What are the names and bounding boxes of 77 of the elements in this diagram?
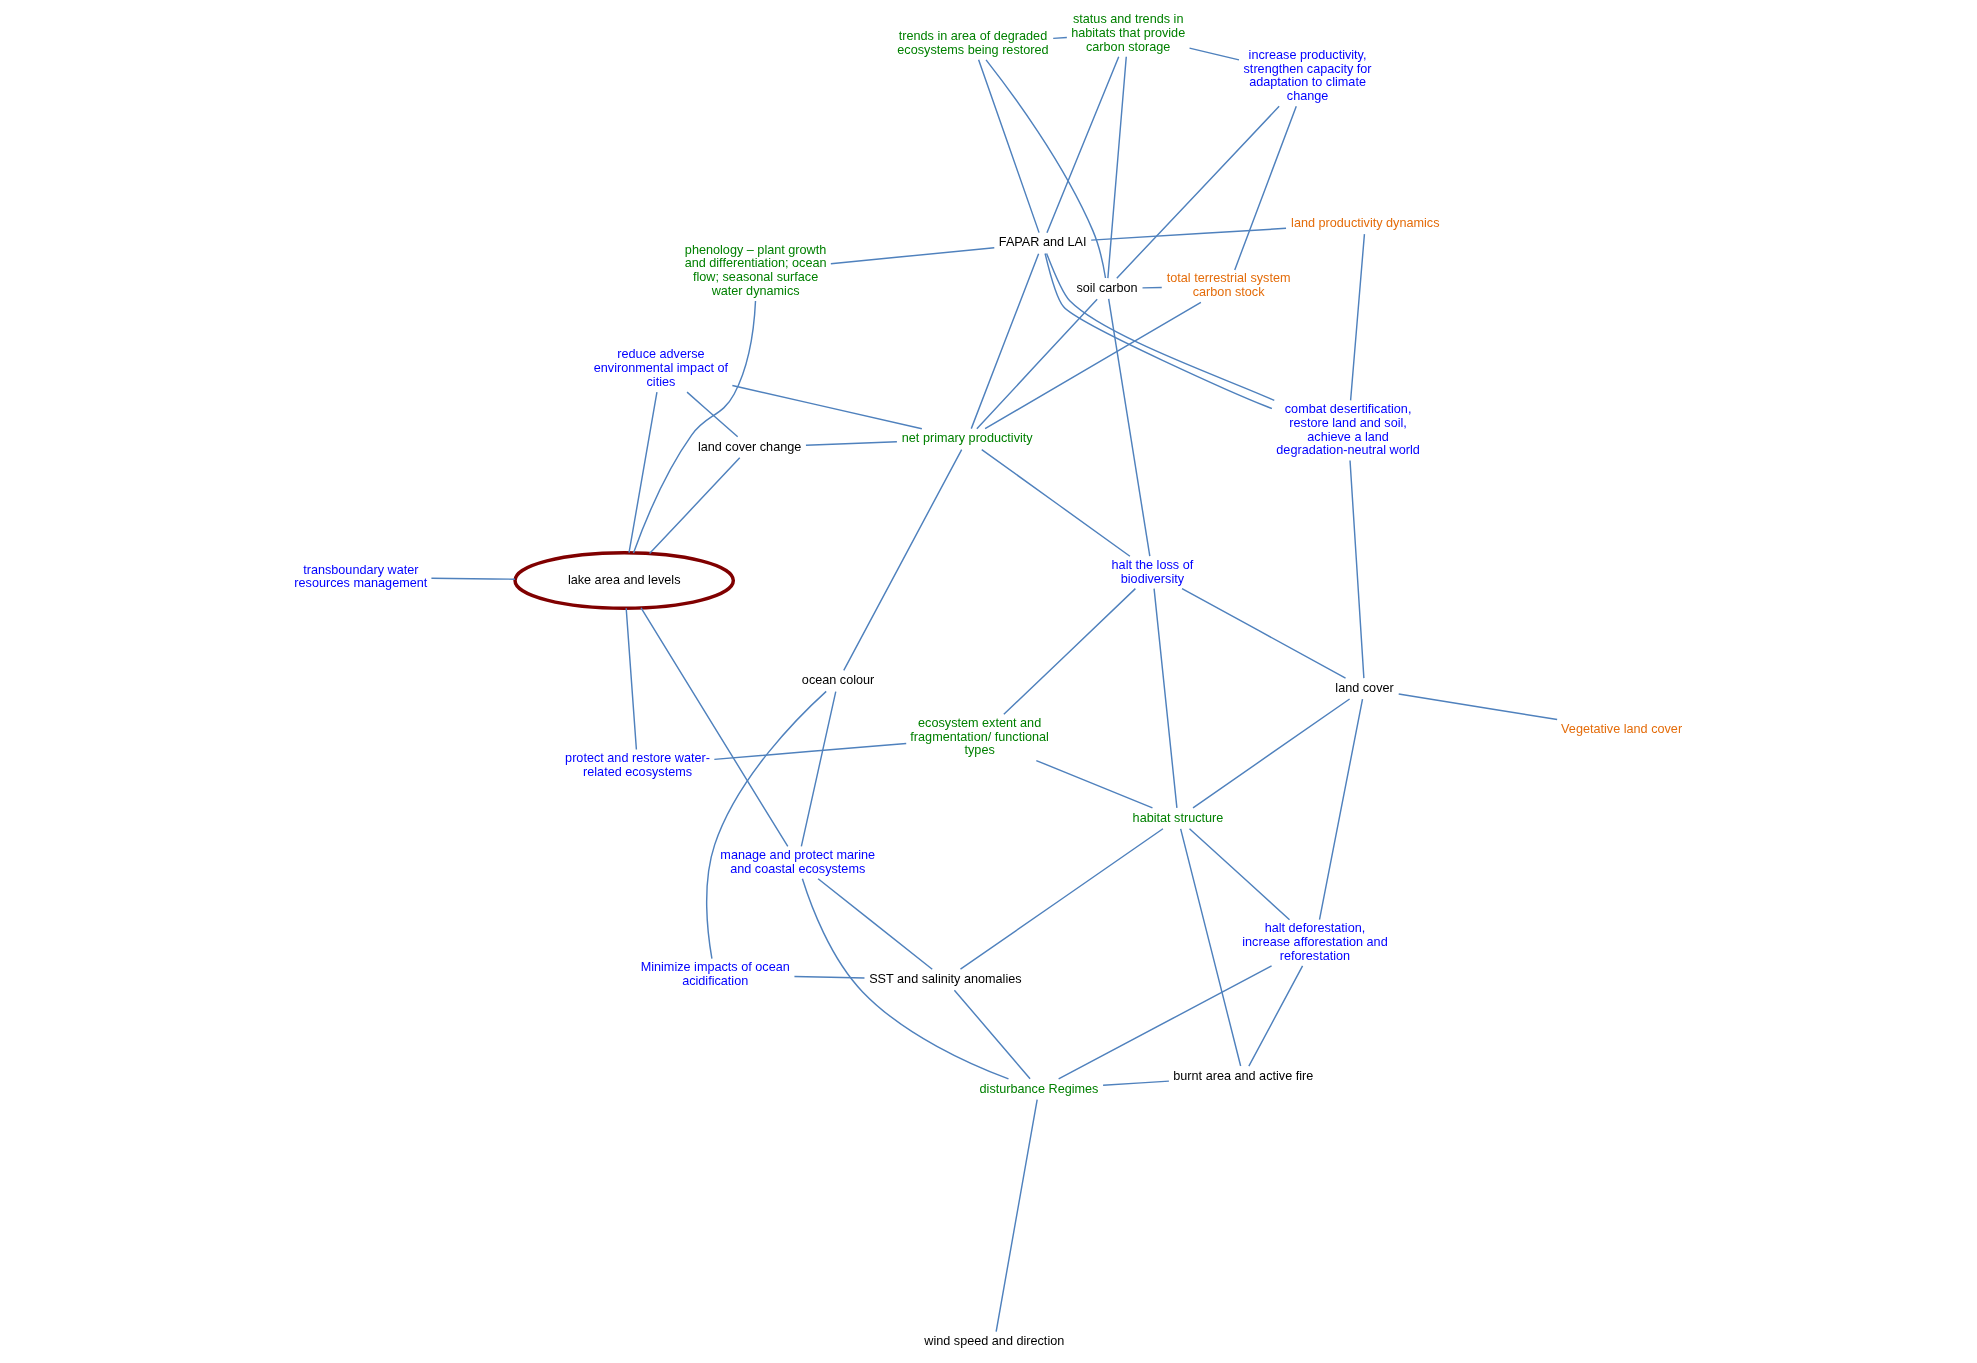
node-text: status and trends in habitats that provide carbon storage [1071, 11, 1186, 54]
connector [1107, 298, 1151, 557]
node-text: total terrestrial system carbon stock [1166, 271, 1291, 300]
node-text: habitat structure [1132, 810, 1224, 825]
node-text: increase productivity, strengthen capacity for adaptation to climate change [1243, 47, 1372, 104]
connector [628, 391, 658, 554]
connector [686, 391, 739, 438]
node-text: trends in area of degraded ecosystems being restored [897, 28, 1049, 57]
connector [632, 300, 757, 554]
node-text: manage and protect marine and coastal ecosystems [720, 847, 876, 876]
node-text: ecosystem extent and fragmentation/ functional types [910, 715, 1049, 758]
connector [995, 1098, 1038, 1333]
connector [1116, 105, 1280, 279]
connector [1153, 587, 1178, 809]
node-text: SST and salinity anomalies [869, 971, 1022, 986]
connector [1192, 698, 1351, 809]
connector [1318, 698, 1364, 921]
node-ellipse: lake area and levels [513, 551, 736, 610]
connector [430, 577, 516, 580]
connector [985, 59, 1107, 279]
node-text: wind speed and direction [924, 1334, 1065, 1349]
connector [625, 607, 638, 751]
node-text: Minimize impacts of ocean acidification [640, 960, 790, 988]
node-text: reduce adverse environmental impact of cities [593, 347, 729, 390]
node-text: land productivity dynamics [1291, 215, 1440, 230]
connector [640, 607, 789, 848]
connector [1057, 965, 1273, 1080]
connector [1090, 227, 1287, 241]
node-text: transboundary water resources management [294, 562, 428, 591]
connector [731, 384, 923, 430]
connector [713, 742, 907, 761]
node-text: land cover [1335, 680, 1394, 695]
connector [1234, 105, 1297, 271]
connector [970, 252, 1040, 430]
connector [648, 457, 741, 555]
node-text: halt deforestation, increase afforestation and reforestation [1242, 921, 1388, 963]
connector [1052, 36, 1068, 40]
node-text: land cover change [697, 439, 802, 454]
node-text: ocean colour [801, 673, 875, 688]
connector [1248, 965, 1304, 1067]
connector [1003, 587, 1137, 716]
connector [706, 690, 827, 960]
connector [1397, 693, 1558, 721]
node-text: burnt area and active fire [1173, 1068, 1314, 1083]
node-text: net primary productivity [901, 431, 1033, 446]
connector [830, 247, 995, 265]
connector [953, 989, 1031, 1080]
node-text: protect and restore water-related ecosystems [565, 751, 711, 779]
connector [984, 301, 1202, 430]
connector [1107, 56, 1127, 279]
connector [843, 448, 963, 672]
node-text: Vegetative land cover [1561, 722, 1683, 737]
connector [959, 828, 1164, 970]
node-text: soil carbon [1076, 280, 1138, 295]
connector [1188, 47, 1240, 61]
connector [1141, 286, 1163, 289]
node-text: combat desertification, restore land and soil, achieve a land degradation-neutral world [1276, 401, 1420, 458]
connector [977, 59, 1040, 234]
connector [793, 975, 866, 979]
node-text: FAPAR and LAI [998, 235, 1087, 250]
connector [1179, 828, 1242, 1067]
connector [1188, 828, 1291, 921]
connector [1102, 1080, 1170, 1086]
connector [981, 448, 1131, 557]
connector [801, 878, 1010, 1080]
connector [1046, 56, 1120, 234]
connector [1349, 459, 1365, 679]
connector [1181, 587, 1347, 679]
connector [805, 441, 898, 446]
connector [1349, 233, 1366, 402]
connector [817, 878, 933, 970]
node-text: disturbance Regimes [979, 1081, 1099, 1096]
connector [1035, 759, 1154, 809]
connector [976, 298, 1098, 430]
connector [800, 690, 837, 848]
node-text: phenology – plant growth and differentiation; ocean flow; seasonal surface water dynamics [684, 242, 827, 298]
node-text: halt the loss of biodiversity [1111, 557, 1194, 586]
